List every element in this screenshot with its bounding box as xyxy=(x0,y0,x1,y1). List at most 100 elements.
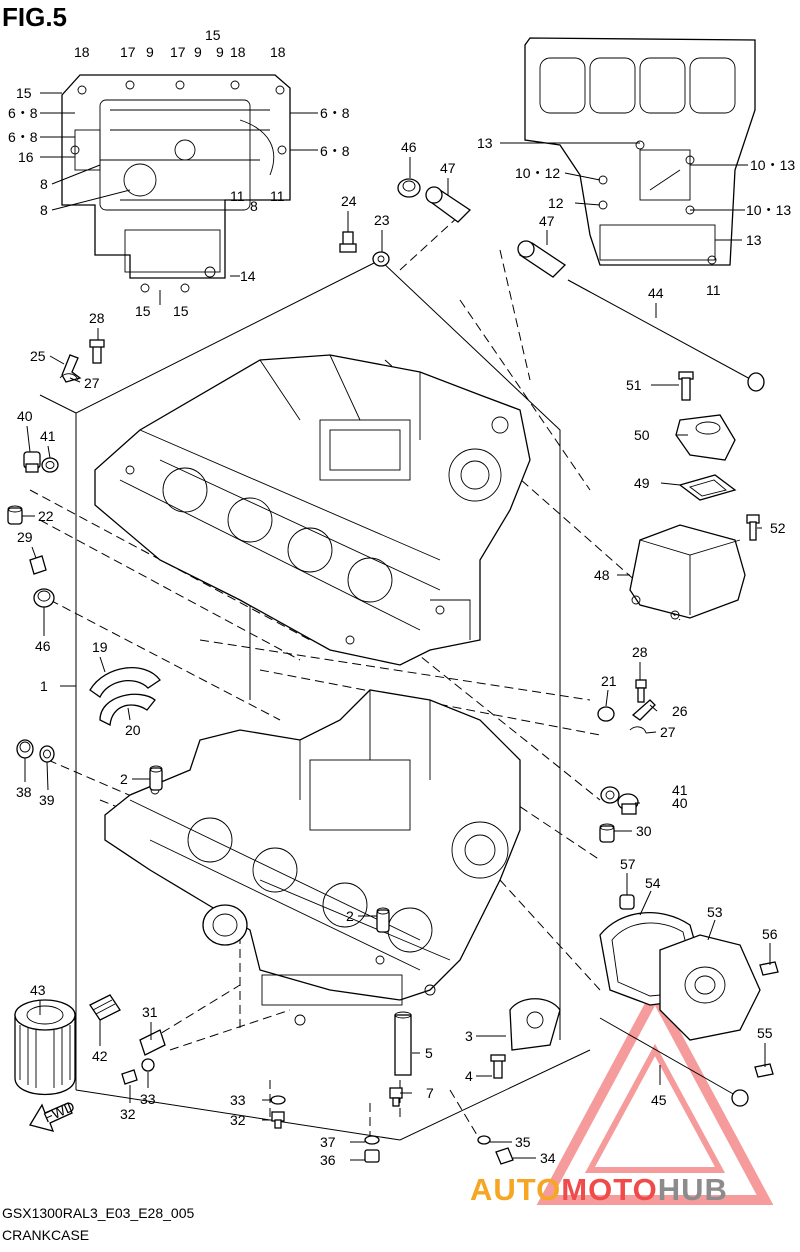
callout-17-a: 17 xyxy=(120,44,136,60)
callout-19: 19 xyxy=(92,639,108,655)
callout-17-b: 17 xyxy=(170,44,186,60)
callout-15-c: 15 xyxy=(135,303,151,319)
filter-mount-boss xyxy=(202,904,248,946)
watermark-moto: MOTO xyxy=(561,1172,658,1207)
callout-11-b: 11 xyxy=(270,188,285,204)
crank-bearing-lower xyxy=(99,693,156,727)
callout-41-right: 41 xyxy=(672,782,688,798)
callout-5: 5 xyxy=(425,1045,433,1061)
callout-42: 42 xyxy=(92,1048,108,1064)
callout-47-top: 47 xyxy=(440,160,456,176)
long-bolt-45 xyxy=(599,1017,749,1107)
sleeve-47-right xyxy=(517,240,567,278)
gasket-37 xyxy=(364,1135,380,1145)
bracket-26 xyxy=(631,699,656,721)
callout-32-a: 32 xyxy=(120,1106,136,1122)
callout-27-b: 27 xyxy=(660,724,676,740)
callout-8-c: 8 xyxy=(250,198,258,214)
bolt-32-right xyxy=(271,1111,285,1129)
callout-22: 22 xyxy=(38,508,54,524)
lower-case-bottom-view xyxy=(61,74,291,293)
gasket-49 xyxy=(678,474,737,501)
callout-37: 37 xyxy=(320,1134,336,1150)
dowel-22 xyxy=(7,505,23,525)
callout-51: 51 xyxy=(626,377,642,393)
diagram-code: GSX1300RAL3_E03_E28_005 xyxy=(2,1205,195,1221)
callout-6-8-c: 6・8 xyxy=(320,105,350,121)
pipe-31 xyxy=(139,1029,166,1056)
callout-21: 21 xyxy=(601,673,617,689)
callout-28-a: 28 xyxy=(89,310,105,326)
callout-43: 43 xyxy=(30,982,46,998)
callout-40-right: 40 xyxy=(672,795,688,811)
watermark-logo-triangle xyxy=(536,984,774,1205)
bolt-4 xyxy=(490,1054,506,1079)
bolt-28-left xyxy=(89,339,105,364)
callout-9-a: 9 xyxy=(146,44,154,60)
callout-15-a: 15 xyxy=(16,85,32,101)
long-bolt-44 xyxy=(567,279,765,392)
callout-24: 24 xyxy=(341,193,357,209)
callout-6-8-b: 6・8 xyxy=(8,129,38,145)
callout-33-a: 33 xyxy=(140,1091,156,1107)
cap-46-left xyxy=(33,588,55,608)
bolt-32-left xyxy=(121,1069,138,1085)
watermark-auto: AUTO xyxy=(470,1172,562,1207)
callout-10-13-a: 10・13 xyxy=(750,157,795,173)
callout-8-a: 8 xyxy=(40,176,48,192)
cap-46-top xyxy=(397,178,421,198)
upper-case-top-view xyxy=(524,37,756,266)
cap-57 xyxy=(619,894,635,910)
upper-crankcase xyxy=(94,354,531,666)
o-ring-41-left xyxy=(41,457,59,473)
callout-10-13-b: 10・13 xyxy=(746,202,791,218)
bolt-51 xyxy=(678,371,694,401)
bolt-34 xyxy=(495,1147,514,1165)
callout-13-b: 13 xyxy=(746,232,762,248)
bracket-25 xyxy=(61,354,82,383)
figure-title: FIG.5 xyxy=(2,2,68,32)
callout-1: 1 xyxy=(40,678,48,694)
callout-6-8-a: 6・8 xyxy=(8,105,38,121)
clip-27-right xyxy=(629,726,647,734)
callout-52: 52 xyxy=(770,520,786,536)
callout-57: 57 xyxy=(620,856,636,872)
union-bolt-42 xyxy=(89,994,121,1021)
bolt-52 xyxy=(746,514,760,541)
callout-12: 12 xyxy=(548,195,564,211)
plug-29 xyxy=(29,555,47,575)
callout-7: 7 xyxy=(426,1085,434,1101)
callout-27-a: 27 xyxy=(84,375,100,391)
callout-50: 50 xyxy=(634,427,650,443)
callout-38: 38 xyxy=(16,784,32,800)
sleeve-47-top xyxy=(425,186,472,223)
bolt-24 xyxy=(339,231,357,253)
plug-40-right xyxy=(617,793,639,815)
callout-15-b: 15 xyxy=(205,27,221,43)
callout-28-b: 28 xyxy=(632,644,648,660)
callout-47-right: 47 xyxy=(539,213,555,229)
cap-21 xyxy=(597,706,615,722)
o-ring-39 xyxy=(39,745,55,763)
callout-6-8-d: 6・8 xyxy=(320,143,350,159)
bolt-28-right xyxy=(635,679,647,703)
diagram-name: CRANKCASE xyxy=(2,1227,90,1243)
watermark-hub: HUB xyxy=(657,1172,728,1207)
callout-29: 29 xyxy=(17,529,33,545)
plug-38 xyxy=(16,739,34,759)
plug-36 xyxy=(364,1149,380,1163)
callout-40-left: 40 xyxy=(17,408,33,424)
lower-crankcase xyxy=(104,689,521,1026)
fwd-arrow-label: FWD xyxy=(41,1098,77,1126)
callout-39: 39 xyxy=(39,792,55,808)
callout-55: 55 xyxy=(757,1025,773,1041)
callout-25: 25 xyxy=(30,348,46,364)
callout-48: 48 xyxy=(594,567,610,583)
callout-15-d: 15 xyxy=(173,303,189,319)
callout-44: 44 xyxy=(648,285,664,301)
callout-2-lower: 2 xyxy=(346,908,354,924)
callout-33-b: 33 xyxy=(230,1092,246,1108)
cover-48 xyxy=(629,524,746,620)
dowel-pin-upper xyxy=(149,765,163,791)
plate-3 xyxy=(509,998,561,1051)
